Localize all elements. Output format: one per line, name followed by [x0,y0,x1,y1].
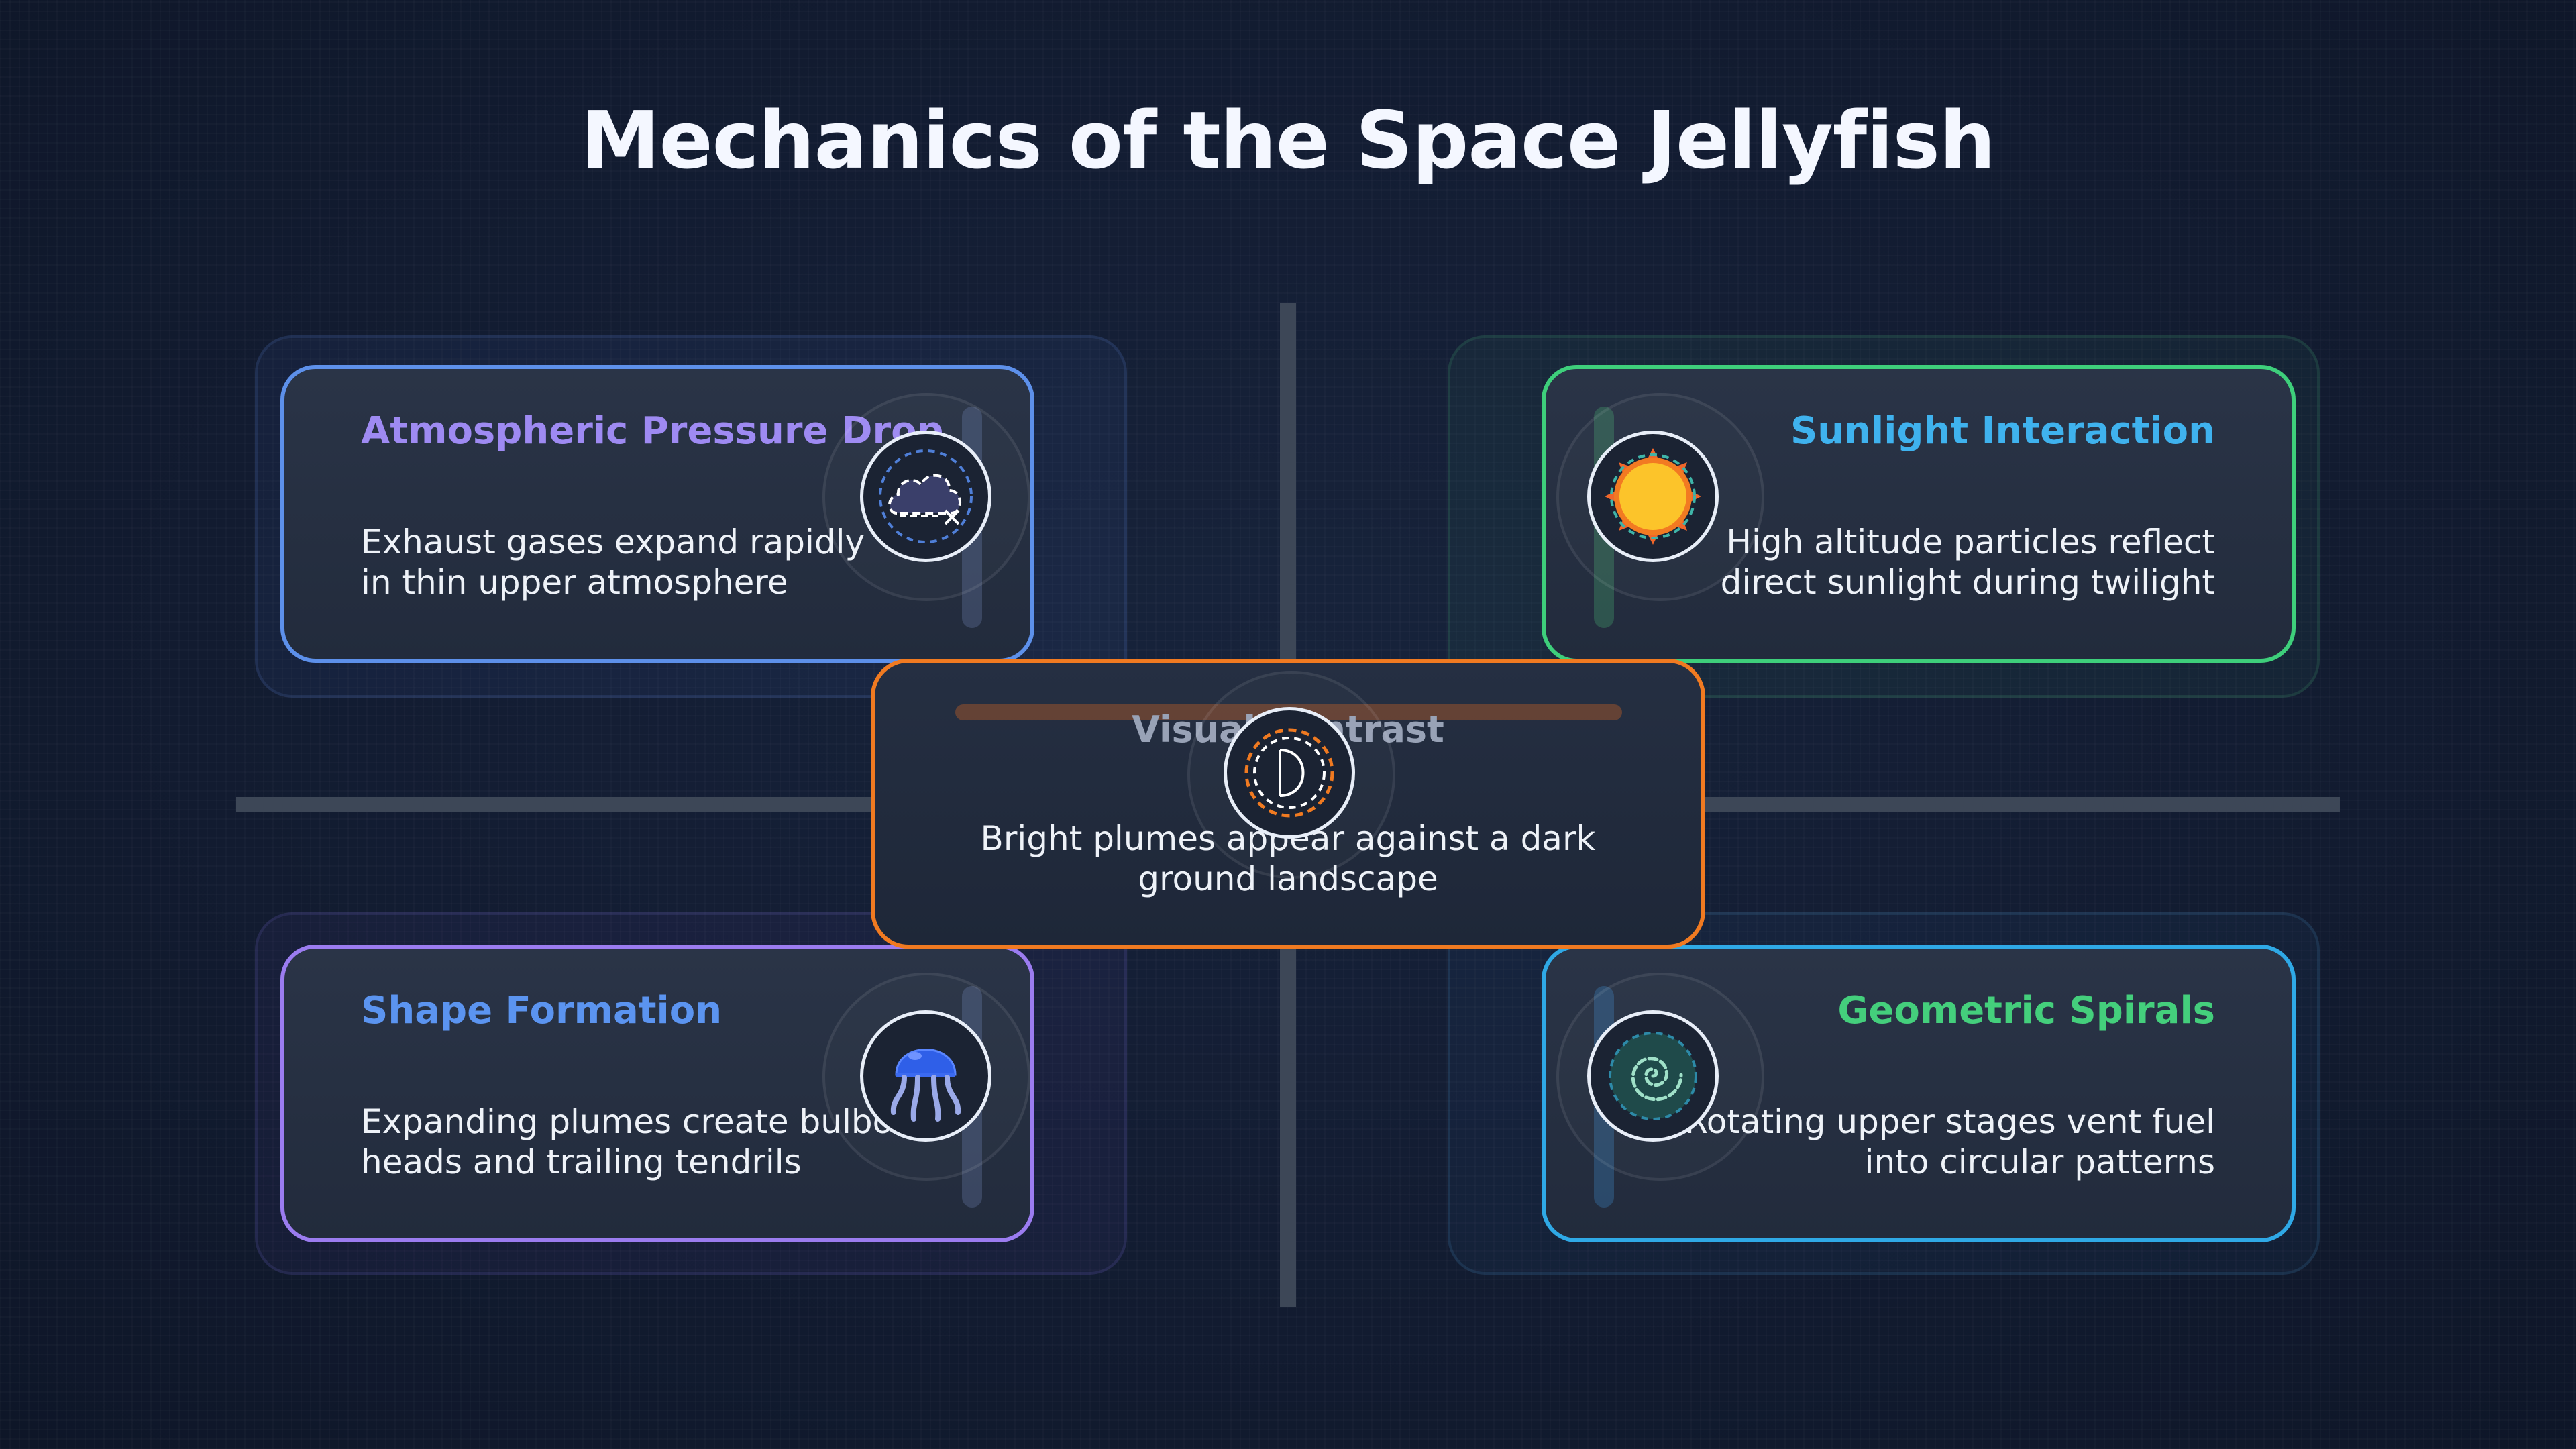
card-description-line: High altitude particles reflect [1726,523,2215,561]
icon-halo [1556,973,1764,1181]
card-description-line: heads and trailing tendrils [361,1142,802,1181]
card-visual-contrast: Visual Contrast Bright plumes appear aga… [871,659,1705,949]
card-heading: Geometric Spirals [1837,989,2215,1032]
page-title: Mechanics of the Space Jellyfish [581,94,1996,186]
card-description-line: direct sunlight during twilight [1720,563,2215,602]
cloud-icon [860,431,991,562]
card-shape-formation: Shape Formation Expanding plumes create … [280,945,1034,1242]
card-geometric-spirals: Geometric Spirals Rotating upper stages … [1542,945,2296,1242]
card-description-line: Exhaust gases expand rapidly [361,523,865,561]
card-heading: Shape Formation [361,989,722,1032]
card-description: Rotating upper stages vent fuel into cir… [1684,1102,2215,1182]
icon-halo [822,393,1030,601]
card-description-line: Rotating upper stages vent fuel [1684,1102,2215,1141]
jellyfish-icon [860,1010,991,1142]
card-heading: Sunlight Interaction [1790,409,2215,453]
card-description-line: into circular patterns [1864,1142,2215,1181]
icon-halo [1187,671,1395,879]
card-description-line: in thin upper atmosphere [361,563,788,602]
sun-icon [1587,431,1719,562]
card-description: High altitude particles reflect direct s… [1721,522,2215,602]
card-sunlight-interaction: Sunlight Interaction High altitude parti… [1542,365,2296,663]
spiral-icon [1587,1010,1719,1142]
contrast-icon [1224,707,1355,839]
card-description: Exhaust gases expand rapidly in thin upp… [361,522,865,602]
card-atmospheric-pressure-drop: Atmospheric Pressure Drop Exhaust gases … [280,365,1034,663]
icon-halo [1556,393,1764,601]
icon-halo [822,973,1030,1181]
